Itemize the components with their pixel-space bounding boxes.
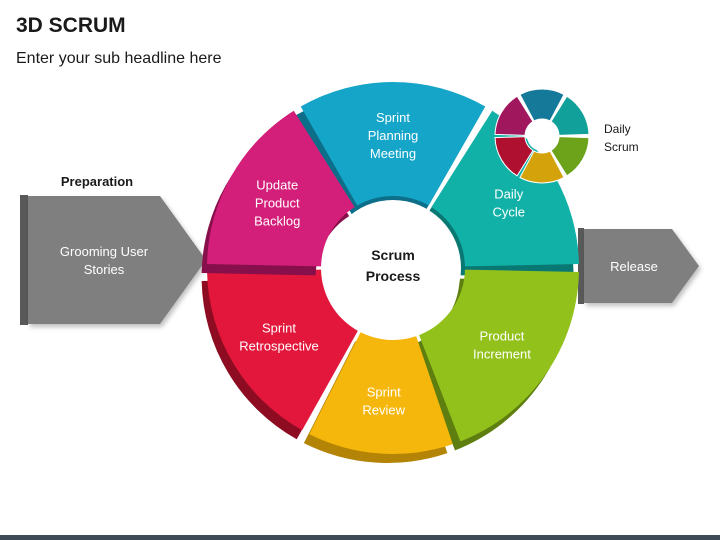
preparation-arrow: Preparation Grooming User Stories [20,174,206,325]
segment-label-sprint-planning-meeting: Sprint [376,110,410,125]
release-label: Release [610,259,658,274]
scrum-ring: SprintPlanningMeetingDailyCycleProductIn… [201,82,579,463]
daily-scrum-segment [494,95,534,136]
center-label-line1: Scrum [371,247,415,263]
release-arrow-face [584,229,699,303]
daily-scrum-segment [494,136,534,177]
center-label-line2: Process [366,268,421,284]
segment-label-sprint-planning-meeting: Meeting [370,146,416,161]
preparation-arrow-side [20,195,28,325]
segment-label-daily-cycle: Daily [494,187,523,202]
center-circle [325,200,461,336]
segment-label-product-increment: Product [480,328,525,343]
segment-face-daily-cycle [431,110,579,267]
segment-face-sprint-review [309,332,453,454]
segment-face-sprint-planning-meeting [300,82,486,206]
preparation-heading: Preparation [61,174,133,189]
segment-face-product-increment [419,269,579,442]
daily-scrum-segment [550,136,590,177]
footer-bar [0,535,720,540]
release-arrow-side [578,228,584,304]
page-subtitle: Enter your sub headline here [16,50,222,67]
segment-label-update-product-backlog: Backlog [254,214,300,229]
page-title: 3D SCRUM [16,14,126,37]
daily-scrum-label-line1: Daily [604,122,631,136]
daily-scrum-label-line2: Scrum [604,140,639,154]
segment-label-sprint-retrospective: Retrospective [239,339,318,354]
segment-label-sprint-review: Review [362,403,405,418]
segment-label-sprint-planning-meeting: Planning [368,128,419,143]
segment-label-update-product-backlog: Update [256,178,298,193]
daily-scrum-segment [519,88,565,122]
daily-scrum-segment [519,150,565,184]
segment-label-product-increment: Increment [473,346,531,361]
center-hub: Scrum Process [325,200,461,336]
daily-scrum-segment [550,95,590,136]
segment-face-update-product-backlog [207,110,355,267]
preparation-label-line2: Stories [84,262,125,277]
segment-face-sprint-retrospective [207,269,358,431]
daily-scrum-ring [494,88,590,184]
release-arrow: Release [578,228,699,304]
segment-label-update-product-backlog: Product [255,196,300,211]
segment-label-sprint-review: Sprint [367,385,401,400]
segment-label-daily-cycle: Cycle [492,205,525,220]
preparation-arrow-face [28,196,206,324]
daily-scrum-hub [527,121,557,151]
segment-label-sprint-retrospective: Sprint [262,321,296,336]
preparation-label-line1: Grooming User [60,244,149,259]
